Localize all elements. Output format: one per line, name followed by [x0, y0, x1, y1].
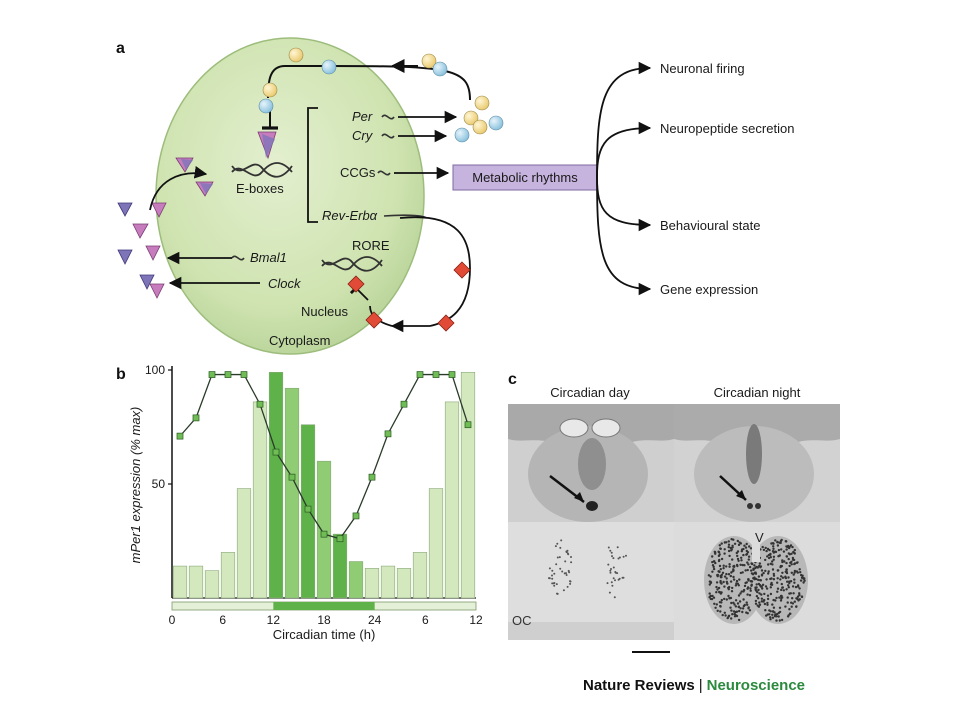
- expression-bar: [364, 568, 380, 599]
- publisher-name: Nature Reviews: [583, 677, 695, 694]
- micrograph-day-bottom: [508, 522, 674, 640]
- nucleus-label: Nucleus: [301, 304, 348, 319]
- circadian-day-label: Circadian day: [550, 385, 630, 400]
- feedback-loop-arrow: [267, 65, 471, 101]
- ccgs-label: CCGs: [340, 165, 376, 180]
- clock-bmal1-dimer-icon: [257, 131, 277, 160]
- line-data-point: [304, 505, 312, 513]
- expression-bar: [316, 460, 332, 599]
- line-data-point: [432, 371, 440, 378]
- journal-credit: Nature Reviews|Neuroscience: [583, 677, 805, 694]
- rev-erb-protein-icons: [347, 261, 471, 332]
- expression-bar: [380, 565, 396, 599]
- scale-bar: [632, 651, 670, 653]
- x-tick-label: 0: [169, 613, 176, 627]
- line-data-point: [384, 430, 392, 438]
- expression-bar: [284, 387, 300, 599]
- y-tick-label: 100: [145, 363, 165, 377]
- metabolic-rhythms-label: Metabolic rhythms: [472, 170, 578, 185]
- clock-label: Clock: [268, 276, 302, 291]
- credit-separator: |: [698, 677, 703, 694]
- x-tick-label: 6: [422, 613, 429, 627]
- y-axis-label-text: mPer1 expression (% max): [128, 407, 143, 564]
- x-axis-label: Circadian time (h): [273, 627, 376, 642]
- gene-bracket: [307, 107, 318, 223]
- rore-label: RORE: [352, 238, 390, 253]
- eboxes-label: E-boxes: [236, 181, 284, 196]
- expression-bar: [268, 371, 284, 599]
- line-data-point: [256, 400, 264, 408]
- expression-bar: [460, 371, 476, 599]
- protein-spheres: [258, 47, 504, 143]
- output-neuronal-firing: Neuronal firing: [660, 61, 745, 76]
- micrograph-night-bottom: [674, 522, 840, 640]
- cytoplasmic-protein-triangles: [117, 157, 214, 299]
- output-behavioural-state: Behavioural state: [660, 218, 760, 233]
- output-arrows: [596, 61, 652, 296]
- x-tick-label: 12: [267, 613, 281, 627]
- micrograph-day-top: [508, 404, 674, 522]
- expression-bar: [188, 565, 204, 599]
- cytoplasm-label: Cytoplasm: [269, 333, 330, 348]
- expression-bar: [444, 401, 460, 599]
- line-data-point: [352, 512, 360, 520]
- v-label: V: [755, 530, 764, 545]
- expression-bar: [204, 570, 220, 599]
- expression-bar: [252, 401, 268, 599]
- line-data-point: [208, 371, 216, 378]
- line-data-point: [224, 371, 232, 378]
- expression-bar: [412, 552, 428, 599]
- journal-name: Neuroscience: [706, 677, 806, 694]
- micrograph-night-top: [674, 404, 840, 522]
- line-data-point: [448, 371, 456, 378]
- line-data-point: [368, 473, 376, 481]
- x-tick-label: 24: [368, 613, 382, 627]
- line-data-point: [336, 535, 344, 543]
- line-data-point: [176, 432, 184, 440]
- line-data-point: [192, 414, 200, 422]
- oc-label: OC: [512, 613, 532, 628]
- line-data-point: [288, 473, 296, 481]
- output-neuropeptide-secretion: Neuropeptide secretion: [660, 121, 794, 136]
- line-data-point: [416, 371, 424, 378]
- line-data-point: [464, 421, 472, 429]
- line-data-point: [272, 448, 280, 456]
- x-tick-label: 6: [219, 613, 226, 627]
- y-axis-label: mPer1 expression (% max): [128, 407, 143, 564]
- line-data-point: [400, 400, 408, 408]
- nuclear-import-arrow: [149, 166, 208, 211]
- expression-bar: [332, 533, 348, 599]
- circadian-night-label: Circadian night: [714, 385, 801, 400]
- panel-a-label: a: [116, 40, 125, 57]
- expression-bar: [428, 488, 444, 599]
- expression-bar: [396, 568, 412, 599]
- line-data-point: [240, 371, 248, 378]
- expression-bar: [172, 565, 188, 599]
- per-label: Per: [352, 109, 373, 124]
- dna-helix-rore: [321, 256, 383, 272]
- mper1-expression-chart: 50 100 0 6 12 18 24 6 12: [145, 363, 483, 627]
- nucleus-ellipse: [155, 37, 425, 355]
- x-tick-label: 18: [317, 613, 331, 627]
- rev-erb-label: Rev-Erbα: [322, 208, 378, 223]
- dark-phase-strip: [273, 602, 375, 610]
- expression-bar: [348, 561, 364, 599]
- dna-helix-eboxes: [231, 162, 293, 178]
- panel-b-label: b: [116, 366, 126, 383]
- expression-bar: [220, 552, 236, 599]
- cry-label: Cry: [352, 128, 374, 143]
- expression-bar: [236, 488, 252, 599]
- panel-c-label: c: [508, 371, 517, 388]
- y-tick-label: 50: [152, 477, 166, 491]
- line-data-point: [320, 530, 328, 538]
- output-gene-expression: Gene expression: [660, 282, 758, 297]
- bmal1-label: Bmal1: [250, 250, 287, 265]
- x-tick-label: 12: [469, 613, 483, 627]
